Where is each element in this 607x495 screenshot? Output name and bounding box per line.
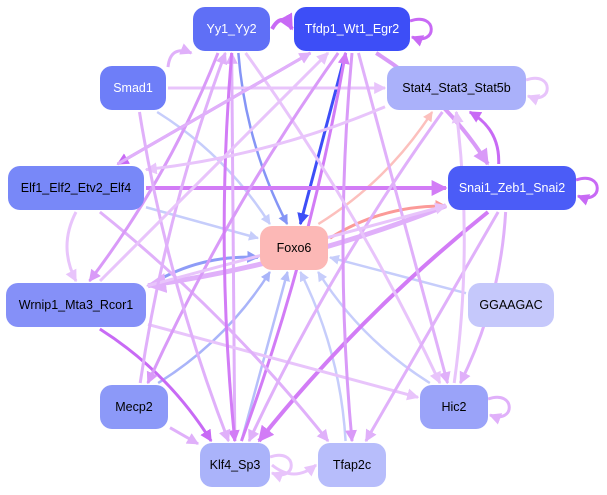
edge-klf4-to-yy1 — [225, 51, 238, 442]
node-label: Yy1_Yy2 — [206, 22, 257, 36]
edge-elf1-to-tfap2c — [98, 210, 330, 442]
edge-elf1-to-wrnip1 — [65, 211, 78, 283]
edge-wrnip1-to-tfdp1 — [98, 51, 330, 283]
node-smad1[interactable]: Smad1 — [100, 66, 166, 110]
node-hic2[interactable]: Hic2 — [420, 385, 488, 429]
node-yy1[interactable]: Yy1_Yy2 — [193, 7, 270, 51]
node-elf1[interactable]: Elf1_Elf2_Etv2_Elf4 — [8, 166, 144, 210]
edge-yy1-to-klf4 — [222, 52, 240, 443]
edge-tfdp1-to-foxo6 — [297, 52, 348, 226]
node-wrnip1[interactable]: Wrnip1_Mta3_Rcor1 — [6, 283, 146, 327]
edge-wrnip1-to-hic2 — [147, 322, 420, 401]
self-loop-hic2 — [487, 395, 511, 425]
edge-tfdp1-to-tfap2c — [341, 52, 357, 443]
edge-klf4-to-tfap2c — [271, 463, 317, 477]
node-label: Wrnip1_Mta3_Rcor1 — [18, 298, 134, 312]
edge-yy1-to-hic2 — [244, 52, 442, 385]
edge-mecp2-to-klf4 — [169, 426, 200, 446]
node-klf4[interactable]: Klf4_Sp3 — [200, 443, 270, 487]
edge-tfdp1-to-mecp2 — [146, 52, 340, 385]
edge-smad1-to-yy1 — [166, 43, 193, 68]
edge-mecp2-to-foxo6 — [157, 271, 271, 385]
edge-snai1-to-tfap2c — [364, 211, 500, 443]
node-tfap2c[interactable]: Tfap2c — [318, 443, 386, 487]
edge-yy1-to-foxo6 — [237, 52, 289, 225]
node-label: Klf4_Sp3 — [209, 458, 261, 472]
node-label: Smad1 — [113, 81, 153, 95]
self-loop-klf4 — [269, 453, 293, 483]
node-tfdp1[interactable]: Tfdp1_Wt1_Egr2 — [294, 7, 410, 51]
node-label: Snai1_Zeb1_Snai2 — [458, 181, 566, 195]
edge-stat4-to-klf4 — [247, 111, 444, 443]
edge-smad1-to-klf4 — [138, 111, 231, 443]
node-mecp2[interactable]: Mecp2 — [100, 385, 168, 429]
edge-foxo6-to-stat4 — [317, 111, 434, 226]
self-loop-snai1 — [575, 176, 599, 206]
edge-hic2-to-stat4 — [451, 110, 466, 384]
node-label: GGAAGAC — [479, 298, 543, 312]
node-label: Mecp2 — [115, 400, 153, 414]
edges-layer — [65, 12, 599, 483]
node-label: Elf1_Elf2_Etv2_Elf4 — [20, 181, 132, 195]
node-snai1[interactable]: Snai1_Zeb1_Snai2 — [448, 166, 576, 210]
node-label: Tfdp1_Wt1_Egr2 — [304, 22, 400, 36]
edge-yy1-to-tfdp1 — [270, 12, 294, 31]
node-label: Stat4_Stat3_Stat5b — [402, 81, 511, 95]
node-ggaagac[interactable]: GGAAGAC — [468, 283, 554, 327]
edge-mecp2-to-yy1 — [138, 51, 228, 384]
edge-snai1-to-klf4 — [257, 210, 490, 443]
edge-yy1-to-wrnip1 — [88, 52, 220, 282]
edge-wrnip1-to-klf4 — [99, 327, 213, 443]
edge-snai1-to-stat4 — [468, 110, 501, 165]
edge-stat4-to-elf1 — [144, 105, 386, 175]
node-label: Tfap2c — [332, 458, 372, 472]
self-loop-tfdp1 — [409, 17, 433, 47]
node-label: Foxo6 — [276, 241, 312, 255]
node-label: Hic2 — [441, 400, 467, 414]
edge-elf1-to-tfdp1 — [116, 51, 312, 166]
node-foxo6[interactable]: Foxo6 — [260, 226, 328, 270]
node-stat4[interactable]: Stat4_Stat3_Stat5b — [387, 66, 526, 110]
self-loop-stat4 — [525, 76, 549, 106]
